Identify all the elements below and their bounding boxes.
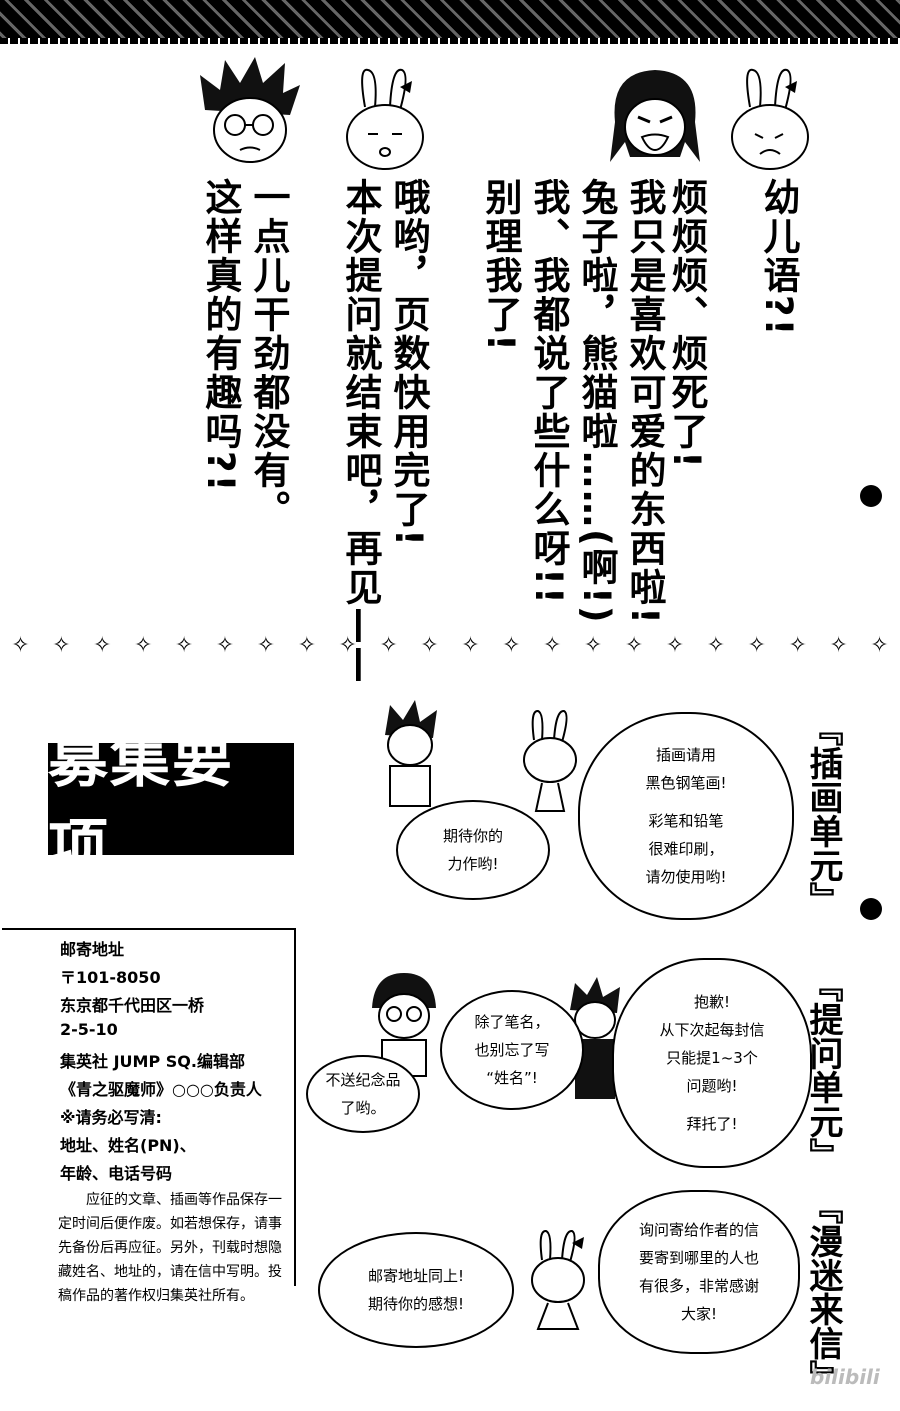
address-label: 邮寄地址: [60, 940, 125, 959]
recruit-title: 募集要项: [48, 726, 294, 883]
boy-with-glasses-drawing: [200, 57, 300, 163]
rabbit-drawing-2: [346, 68, 424, 170]
address-line-2: 2-5-10: [60, 1020, 118, 1039]
ornament-icon: ✧: [747, 632, 766, 658]
dialogue-col-3: 我只是喜欢可爱的东西啦!: [623, 178, 666, 626]
dialogue-col-10: 这样真的有趣吗?!: [199, 178, 242, 494]
bubble-text: 很难印刷，: [648, 840, 724, 858]
ornament-icon: ✧: [583, 632, 603, 658]
dialogue-col-2: 烦烦烦、烦死了!: [665, 178, 708, 470]
ornament-icon: ✧: [543, 632, 562, 658]
submission-notice: 应征的文章、插画等作品保存一定时间后便作废。如若想保存，请事先备份后再应征。另外…: [58, 1192, 282, 1304]
bubble-text: 从下次起每封信: [659, 1021, 765, 1039]
address-note-2: 年龄、电话号码: [60, 1164, 173, 1183]
bubble-text: 有很多，非常感谢: [638, 1277, 759, 1295]
boy-drawing-2: [385, 700, 437, 807]
speech-bubble-illust-b: 插画请用 黑色钢笔画! 彩笔和铅笔 很难印刷， 请勿使用哟!: [578, 712, 794, 920]
ornament-icon: ✧: [11, 632, 30, 658]
ornament-icon: ✧: [624, 632, 644, 658]
address-box: 邮寄地址 〒101-8050 东京都千代田区一桥 2-5-10 集英社 JUMP…: [2, 928, 296, 1286]
bubble-text: 也别忘了写: [474, 1041, 550, 1059]
address-line-1: 东京都千代田区一桥: [60, 996, 205, 1015]
bubble-text: 只能提1~3个: [666, 1049, 758, 1067]
ornament-icon: ✧: [174, 632, 194, 658]
section-title-illustration: 『插画单元』: [803, 712, 843, 916]
boy-drawing-3: [570, 977, 620, 1099]
bubble-text: 要寄到哪里的人也: [638, 1249, 759, 1267]
bubble-text: 邮寄地址同上!: [367, 1267, 464, 1285]
bubble-text: 彩笔和铅笔: [648, 812, 724, 830]
bubble-text: 拜托了!: [686, 1115, 738, 1133]
section-title-fan-letter: 『漫迷来信』: [803, 1190, 843, 1394]
ornament-icon: ✧: [215, 632, 235, 658]
dialogue-col-8: 本次提问就结束吧，再见——: [339, 178, 382, 685]
bubble-text: 期待你的: [442, 827, 503, 845]
speech-bubble-question-b: 除了笔名， 也别忘了写 “姓名”!: [440, 990, 584, 1110]
ornament-icon: ✧: [870, 632, 889, 658]
dialogue-col-9: 一点儿干劲都没有。: [247, 178, 290, 529]
ornament-icon: ✧: [420, 632, 439, 658]
bubble-text: 了哟。: [340, 1099, 386, 1117]
speech-bubble-question-a: 不送纪念品 了哟。: [306, 1055, 420, 1133]
speech-bubble-fan-b: 询问寄给作者的信 要寄到哪里的人也 有很多，非常感谢 大家!: [598, 1190, 800, 1354]
bubble-text: 不送纪念品: [325, 1071, 401, 1089]
ornament-icon: ✧: [788, 632, 807, 658]
rabbit-drawing-1: [731, 68, 809, 170]
dialogue-col-4: 兔子啦，熊猫啦……(啊!): [575, 178, 618, 625]
ornament-divider: ✧ ✧ ✧ ✧ ✧ ✧ ✧ ✧ ✧ ✧ ✧ ✧ ✧ ✧ ✧ ✧ ✧ ✧ ✧ ✧ ✧ ✧: [0, 630, 900, 660]
bubble-text: 力作哟!: [447, 855, 499, 873]
speech-bubble-illust-a: 期待你的 力作哟!: [396, 800, 550, 900]
address-note-title: ※请务必写清:: [60, 1108, 162, 1127]
speech-bubble-fan-a: 邮寄地址同上! 期待你的感想!: [318, 1232, 514, 1348]
ornament-icon: ✧: [502, 632, 521, 658]
address-zip: 〒101-8050: [60, 968, 161, 987]
page-bullet-1: [860, 485, 882, 507]
address-line-3: 集英社 JUMP SQ.编辑部: [60, 1052, 245, 1071]
bubble-text: “姓名”!: [486, 1069, 538, 1087]
bubble-text: 询问寄给作者的信: [638, 1221, 759, 1239]
ornament-icon: ✧: [461, 632, 480, 658]
bubble-text: 插画请用: [655, 746, 716, 764]
ornament-icon: ✧: [297, 632, 317, 658]
bubble-text: 黑色钢笔画!: [645, 774, 727, 792]
ornament-icon: ✧: [93, 632, 112, 658]
address-note-1: 地址、姓名(PN)、: [60, 1136, 196, 1155]
boy-with-glasses-drawing-2: [372, 973, 436, 1077]
rabbit-drawing-4: [531, 1230, 585, 1330]
ornament-icon: ✧: [706, 632, 726, 658]
speech-bubble-question-c: 抱歉! 从下次起每封信 只能提1~3个 问题哟! 拜托了!: [612, 958, 812, 1168]
ornament-icon: ✧: [133, 632, 153, 658]
dialogue-col-6: 别理我了!: [479, 178, 522, 353]
top-decorative-band: [0, 0, 900, 44]
bubble-text: 大家!: [680, 1305, 717, 1323]
dialogue-col-7: 哦哟，页数快用完了!: [387, 178, 430, 548]
address-line-4: 《青之驱魔师》○○○负责人: [60, 1080, 262, 1099]
ornament-icon: ✧: [665, 632, 685, 658]
bubble-text: 除了笔名，: [474, 1013, 550, 1031]
ornament-icon: ✧: [338, 632, 357, 658]
dialogue-col-5: 我、我都说了些什么呀!!: [527, 178, 570, 606]
bubble-text: 请勿使用哟!: [645, 868, 727, 886]
rabbit-drawing-3: [523, 710, 577, 812]
ornament-icon: ✧: [379, 632, 398, 658]
ornament-icon: ✧: [52, 632, 71, 658]
ornament-icon: ✧: [256, 632, 276, 658]
bilibili-watermark: bilibili: [810, 1365, 880, 1389]
angry-girl-drawing: [610, 70, 700, 162]
bubble-text: 抱歉!: [693, 993, 730, 1011]
page-bullet-2: [860, 898, 882, 920]
bubble-text: 问题哟!: [686, 1077, 738, 1095]
ornament-icon: ✧: [829, 632, 848, 658]
dialogue-col-1: 幼儿语?!: [757, 178, 800, 338]
bubble-text: 期待你的感想!: [367, 1295, 464, 1313]
